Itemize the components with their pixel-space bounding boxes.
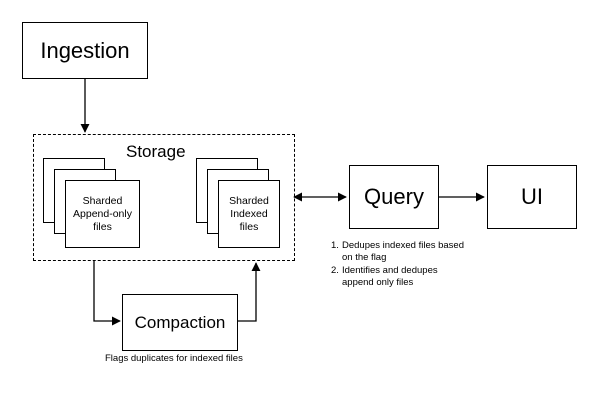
compaction-box: Compaction xyxy=(122,294,238,351)
query-box: Query xyxy=(349,165,439,229)
storage-container xyxy=(33,134,295,261)
ingestion-label: Ingestion xyxy=(40,37,130,63)
query-note-1: 1. Dedupes indexed files based on the fl… xyxy=(331,240,496,263)
sharded-append-only-files: Sharded Append-only files xyxy=(65,180,140,248)
sharded-indexed-files: Sharded Indexed files xyxy=(218,180,280,248)
query-note-2-number: 2. xyxy=(331,265,339,276)
compaction-note: Flags duplicates for indexed files xyxy=(105,353,243,364)
query-note-2-text: Identifies and dedupes append only files xyxy=(342,265,438,288)
query-note-2: 2. Identifies and dedupes append only fi… xyxy=(331,265,496,288)
ui-label: UI xyxy=(521,184,543,209)
arrow-compaction-to-storage xyxy=(238,262,261,322)
sharded-append-label: Sharded Append-only files xyxy=(73,194,132,233)
storage-label: Storage xyxy=(126,142,186,161)
ui-box: UI xyxy=(487,165,577,229)
arrow-storage-to-compaction xyxy=(93,261,121,326)
query-label: Query xyxy=(364,184,424,209)
query-note-1-number: 1. xyxy=(331,240,339,251)
sharded-indexed-label: Sharded Indexed files xyxy=(229,194,269,233)
query-note-1-text: Dedupes indexed files based on the flag xyxy=(342,240,465,263)
ingestion-box: Ingestion xyxy=(22,22,148,79)
compaction-label: Compaction xyxy=(134,312,226,332)
